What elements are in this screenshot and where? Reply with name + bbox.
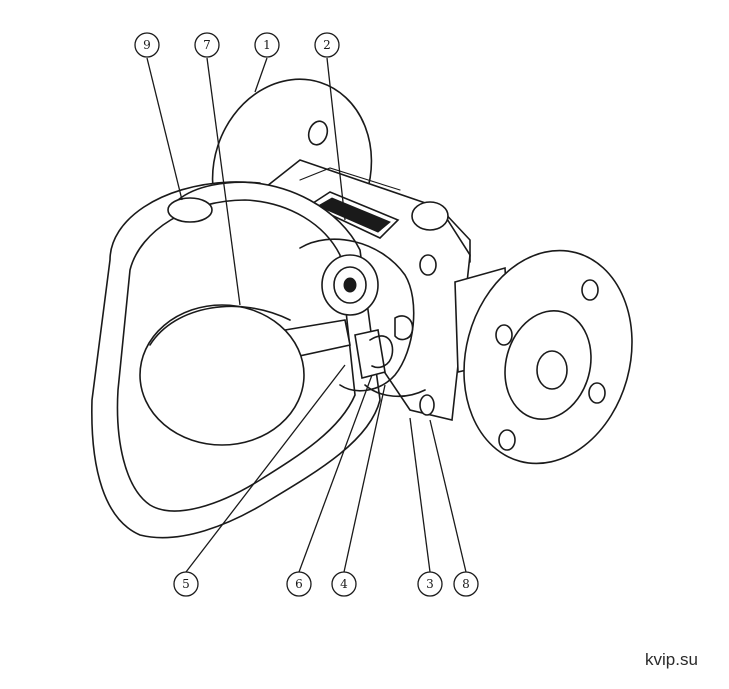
callout-8: 8 — [453, 571, 479, 597]
callout-4: 4 — [331, 571, 357, 597]
callout-3: 3 — [417, 571, 443, 597]
leader-lines — [146, 57, 467, 573]
callout-1-label: 1 — [263, 38, 271, 52]
callout-9-label: 9 — [143, 38, 151, 52]
callout-6-label: 6 — [295, 577, 303, 591]
callout-5: 5 — [173, 571, 199, 597]
watermark-text: kvip.su — [645, 650, 698, 669]
outlet-flange — [411, 201, 633, 465]
body-opening — [299, 238, 415, 392]
callout-6: 6 — [286, 571, 312, 597]
callout-4-label: 4 — [340, 577, 348, 591]
callout-labels: 9 7 1 2 5 6 4 3 — [134, 32, 479, 597]
callout-2: 2 — [314, 32, 340, 58]
callout-8-label: 8 — [462, 577, 470, 591]
callout-7-label: 7 — [203, 38, 211, 52]
float-ball — [139, 304, 305, 446]
nameplate — [299, 167, 401, 239]
callout-5-label: 5 — [182, 577, 190, 591]
lever-mechanism — [284, 315, 426, 398]
callout-3-label: 3 — [426, 577, 434, 591]
callout-9: 9 — [134, 32, 160, 58]
callout-7: 7 — [194, 32, 220, 58]
callout-2-label: 2 — [323, 38, 331, 52]
callout-1: 1 — [254, 32, 280, 58]
